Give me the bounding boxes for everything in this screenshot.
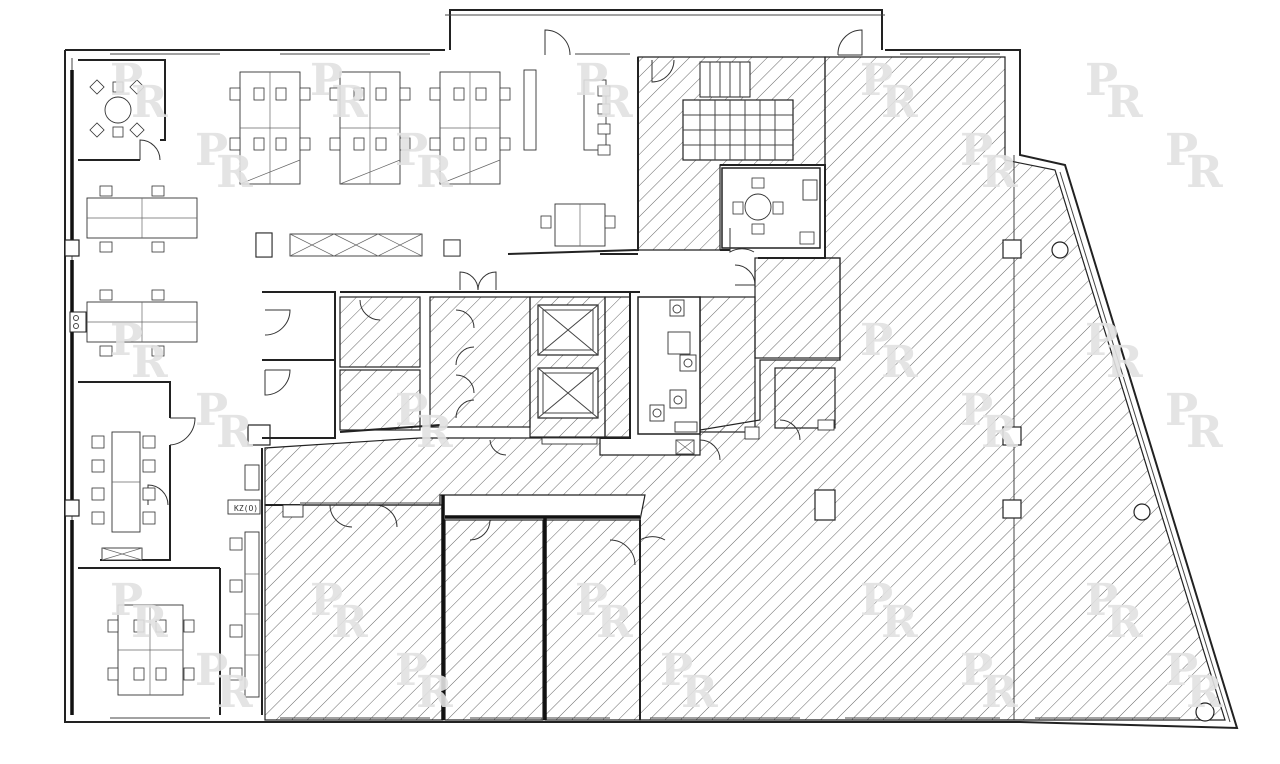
watermark-logo: PR [195, 125, 253, 198]
watermark-logo: PR [860, 575, 918, 648]
wc-fixtures [649, 299, 698, 455]
watermark-logo: PR [110, 575, 168, 648]
small-meeting-furniture [732, 177, 818, 245]
watermark-logo: PR [1085, 55, 1143, 128]
watermark-logo: PR [960, 385, 1018, 458]
watermark-logo: PR [395, 125, 453, 198]
watermark-logo: PR [1085, 575, 1143, 648]
reception-furniture [255, 232, 461, 258]
workstations-west [69, 185, 198, 357]
hatched-corridor [604, 296, 631, 438]
conference-room-table [91, 431, 156, 561]
watermark-logo: PR [860, 55, 918, 128]
watermark-logo: PR [195, 385, 253, 458]
partitions [78, 57, 826, 720]
watermark-logo: PR [1165, 385, 1223, 458]
hatched-storage-a [339, 296, 421, 368]
doors [139, 29, 863, 566]
workstations-north [229, 69, 616, 247]
watermark-logo: PR [195, 645, 253, 718]
watermark-logo: PR [960, 125, 1018, 198]
watermark-logo: PR [310, 55, 368, 128]
watermark-logo: PR [110, 315, 168, 388]
watermark-logo: PR [310, 575, 368, 648]
hatched-east-rooms-low [774, 367, 836, 429]
workstations-southwest [107, 604, 195, 696]
stairs [682, 61, 794, 161]
columns [64, 232, 1215, 722]
watermark-logo: PR [860, 315, 918, 388]
workstations-strip [229, 531, 260, 698]
hatched-shaft-a [429, 296, 531, 428]
watermark-logo: PR [1165, 645, 1223, 718]
watermark-logo: PR [660, 645, 718, 718]
watermark-logo: PR [110, 55, 168, 128]
equipment-tag: KZ(O) [234, 504, 258, 513]
hatched-south-a [264, 504, 444, 721]
round-meeting-table [89, 79, 145, 138]
service-items [227, 419, 835, 518]
hatched-south-b [444, 519, 544, 721]
hatched-east-rooms [754, 257, 841, 359]
hatched-zones [264, 56, 1226, 721]
hatched-wc-right [699, 296, 756, 433]
hatched-east-floor [264, 56, 1226, 721]
watermark-logo: PR [960, 645, 1018, 718]
watermark-logo: PR [575, 575, 633, 648]
watermark-logo: PR [395, 645, 453, 718]
exterior-walls [64, 9, 1239, 730]
watermarks: PR PR PR PR PR PR PR PR PR PR PR PR PR PR PR PR PR PR PR PR… [110, 55, 1223, 718]
watermark-logo: PR [1165, 125, 1223, 198]
watermark-logo: PR [575, 55, 633, 128]
watermark-logo: PR [395, 385, 453, 458]
watermark-logo: PR [1085, 315, 1143, 388]
